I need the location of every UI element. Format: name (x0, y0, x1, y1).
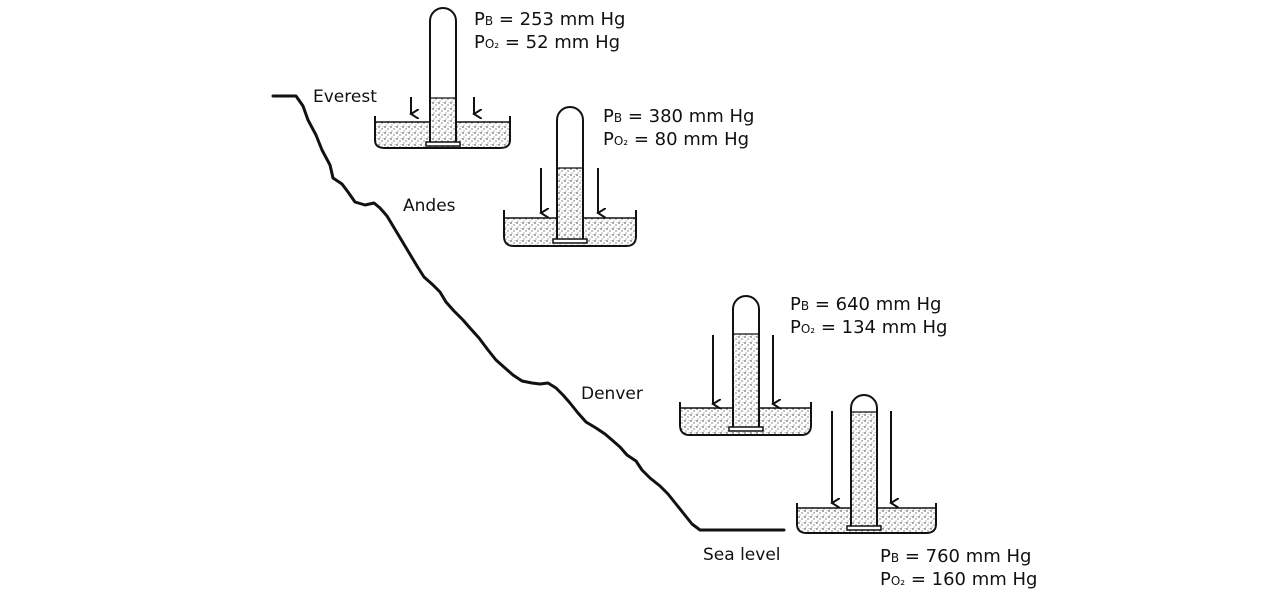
po2-readout: PO₂ = 160 mm Hg (880, 569, 1037, 590)
barometer-sea-level: PB = 760 mm Hg PO₂ = 160 mm Hg (796, 394, 1037, 590)
barometer-andes: PB = 380 mm Hg PO₂ = 80 mm Hg (503, 106, 754, 247)
andes-label: Andes (403, 196, 456, 216)
sea-level-label: Sea level (703, 545, 781, 565)
everest-label: Everest (313, 87, 377, 107)
glass-tube (556, 106, 584, 241)
pb-readout: PB = 640 mm Hg (790, 294, 941, 315)
mountain-profile (271, 94, 786, 532)
po2-readout: PO₂ = 80 mm Hg (603, 129, 749, 150)
barometer-everest: PB = 253 mm Hg PO₂ = 52 mm Hg (374, 7, 625, 149)
dish (796, 503, 937, 534)
pb-readout: PB = 380 mm Hg (603, 106, 754, 127)
glass-tube (850, 394, 878, 528)
pb-readout: PB = 760 mm Hg (880, 546, 1031, 567)
dish (679, 402, 812, 436)
pb-readout: PB = 253 mm Hg (474, 9, 625, 30)
dish (503, 210, 637, 247)
glass-tube (429, 7, 457, 143)
po2-readout: PO₂ = 134 mm Hg (790, 317, 947, 338)
po2-readout: PO₂ = 52 mm Hg (474, 32, 620, 53)
tube-mercury (430, 98, 456, 142)
barometer-denver: PB = 640 mm Hg PO₂ = 134 mm Hg (679, 294, 947, 436)
glass-tube (732, 295, 760, 429)
denver-label: Denver (581, 384, 643, 404)
tube-mercury (557, 168, 583, 240)
tube-mercury (851, 412, 877, 527)
dish (374, 116, 511, 149)
tube-mercury (733, 334, 759, 428)
